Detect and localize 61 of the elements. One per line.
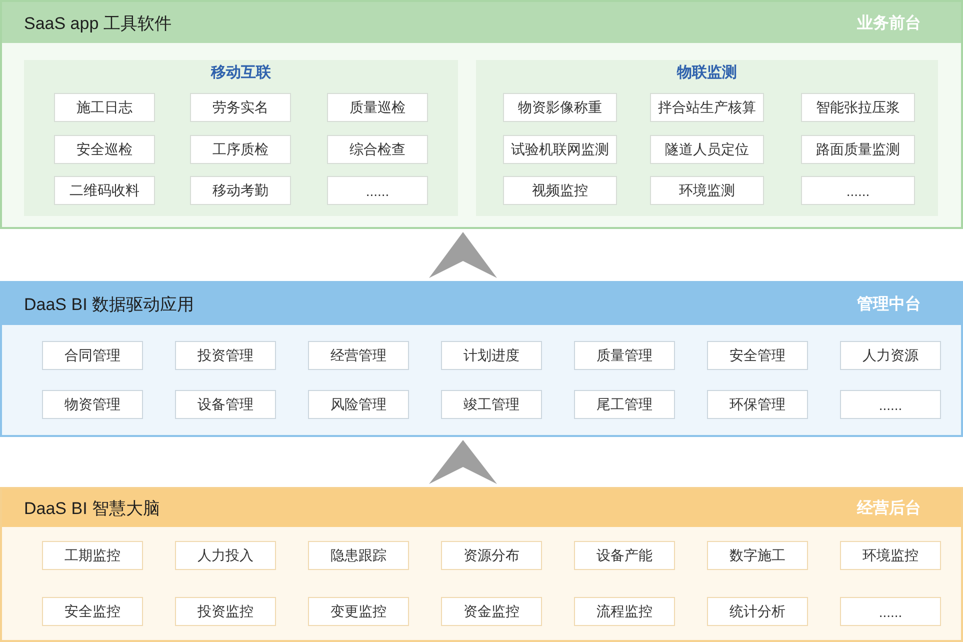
module-box: 环境监测 xyxy=(650,176,764,205)
module-box: 隧道人员定位 xyxy=(650,135,764,164)
module-box: 质量管理 xyxy=(574,341,675,370)
layer-title: DaaS BI 智慧大脑 xyxy=(24,498,160,520)
module-box: 环保管理 xyxy=(707,390,808,419)
module-box: 路面质量监测 xyxy=(801,135,915,164)
module-box: 统计分析 xyxy=(707,597,808,626)
group-title: 移动互联 xyxy=(211,63,271,82)
group-title: 物联监测 xyxy=(677,63,737,82)
module-box: ...... xyxy=(840,390,941,419)
layer-tag: 经营后台 xyxy=(857,498,921,519)
module-box: 资金监控 xyxy=(441,597,542,626)
module-box: 物资管理 xyxy=(42,390,143,419)
module-box: 综合检查 xyxy=(327,135,428,164)
module-box: 人力投入 xyxy=(175,541,276,570)
module-box: 设备产能 xyxy=(574,541,675,570)
module-box: 安全管理 xyxy=(707,341,808,370)
module-box: ...... xyxy=(801,176,915,205)
module-box: 移动考勤 xyxy=(190,176,291,205)
module-box: 人力资源 xyxy=(840,341,941,370)
layer-title: SaaS app 工具软件 xyxy=(24,12,172,34)
module-box: 隐患跟踪 xyxy=(308,541,409,570)
module-box: 施工日志 xyxy=(54,93,155,122)
group-panel xyxy=(476,60,938,216)
layer-panel xyxy=(0,0,963,229)
module-box: 数字施工 xyxy=(707,541,808,570)
module-box: 质量巡检 xyxy=(327,93,428,122)
module-box: 尾工管理 xyxy=(574,390,675,419)
module-box: 合同管理 xyxy=(42,341,143,370)
module-box: 安全巡检 xyxy=(54,135,155,164)
module-box: 投资管理 xyxy=(175,341,276,370)
layer-tag: 管理中台 xyxy=(857,294,921,315)
module-box: 风险管理 xyxy=(308,390,409,419)
module-box: 工序质检 xyxy=(190,135,291,164)
module-box: 拌合站生产核算 xyxy=(650,93,764,122)
layer-title: DaaS BI 数据驱动应用 xyxy=(24,294,194,316)
layer-tag: 业务前台 xyxy=(857,12,921,34)
module-box: 视频监控 xyxy=(503,176,617,205)
module-box: ...... xyxy=(327,176,428,205)
group-panel xyxy=(24,60,458,216)
module-box: 资源分布 xyxy=(441,541,542,570)
module-box: 竣工管理 xyxy=(441,390,542,419)
module-box: 安全监控 xyxy=(42,597,143,626)
module-box: 设备管理 xyxy=(175,390,276,419)
module-box: 智能张拉压浆 xyxy=(801,93,915,122)
chevron-arrow xyxy=(429,232,497,278)
module-box: 物资影像称重 xyxy=(503,93,617,122)
module-box: 劳务实名 xyxy=(190,93,291,122)
layer-panel xyxy=(0,281,963,437)
layer-panel xyxy=(0,487,963,642)
module-box: 投资监控 xyxy=(175,597,276,626)
module-box: 工期监控 xyxy=(42,541,143,570)
module-box: 流程监控 xyxy=(574,597,675,626)
module-box: 经营管理 xyxy=(308,341,409,370)
module-box: 环境监控 xyxy=(840,541,941,570)
module-box: 二维码收料 xyxy=(54,176,155,205)
chevron-arrow xyxy=(429,440,497,484)
module-box: ...... xyxy=(840,597,941,626)
module-box: 试验机联网监测 xyxy=(503,135,617,164)
module-box: 变更监控 xyxy=(308,597,409,626)
module-box: 计划进度 xyxy=(441,341,542,370)
